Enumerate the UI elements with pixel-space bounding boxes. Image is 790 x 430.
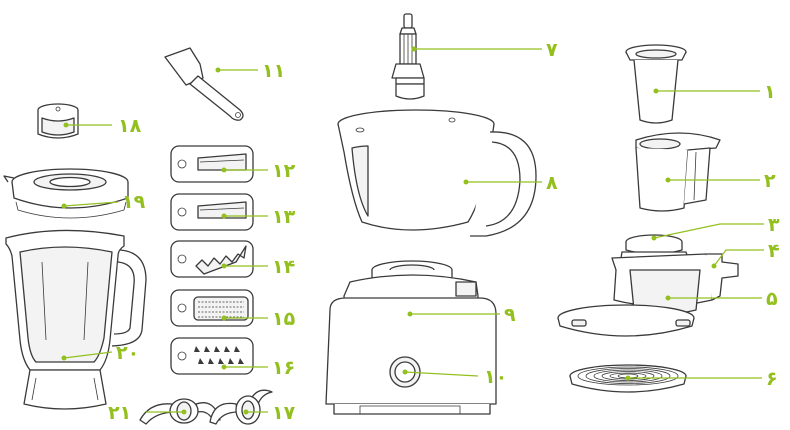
crinkle-disc: [171, 241, 253, 277]
label-13: ۱۳: [272, 206, 296, 228]
blender-lid: [4, 169, 128, 218]
blender-jug: [6, 230, 146, 409]
shredding-disc: [171, 338, 253, 374]
label-9: ۹: [504, 304, 516, 326]
label-17: ۱۷: [272, 402, 296, 424]
label-12: ۱۲: [272, 160, 296, 182]
label-5: ۵: [766, 288, 778, 310]
slicing-disc-thick: [171, 146, 253, 182]
label-16: ۱۶: [272, 357, 295, 379]
drive-shaft: [392, 14, 424, 99]
slicing-disc-thin: [171, 194, 253, 230]
label-20: ۲۰: [116, 342, 139, 364]
label-4: ۴: [768, 240, 780, 262]
label-1: ۱: [764, 81, 776, 103]
label-21: ۲۱: [108, 402, 131, 424]
grating-disc: [171, 290, 253, 326]
motor-base: [326, 261, 496, 414]
measuring-cap: [38, 104, 78, 138]
label-8: ۸: [546, 172, 558, 194]
label-10: ۱۰: [484, 366, 507, 388]
spatula: [165, 48, 243, 120]
label-14: ۱۴: [272, 256, 295, 278]
label-6: ۶: [766, 368, 778, 390]
food-pusher: [626, 45, 686, 123]
bowl-lid-assembly: [558, 235, 738, 336]
feed-tube: [636, 133, 720, 211]
label-3: ۳: [768, 214, 780, 236]
label-2: ۲: [764, 170, 776, 192]
chopping-blade: [210, 390, 272, 424]
label-15: ۱۵: [272, 308, 296, 330]
label-18: ۱۸: [118, 115, 142, 137]
label-11: ۱۱: [262, 60, 285, 82]
label-7: ۷: [546, 39, 558, 61]
label-19: ۱۹: [122, 191, 146, 213]
processor-bowl: [338, 110, 536, 236]
